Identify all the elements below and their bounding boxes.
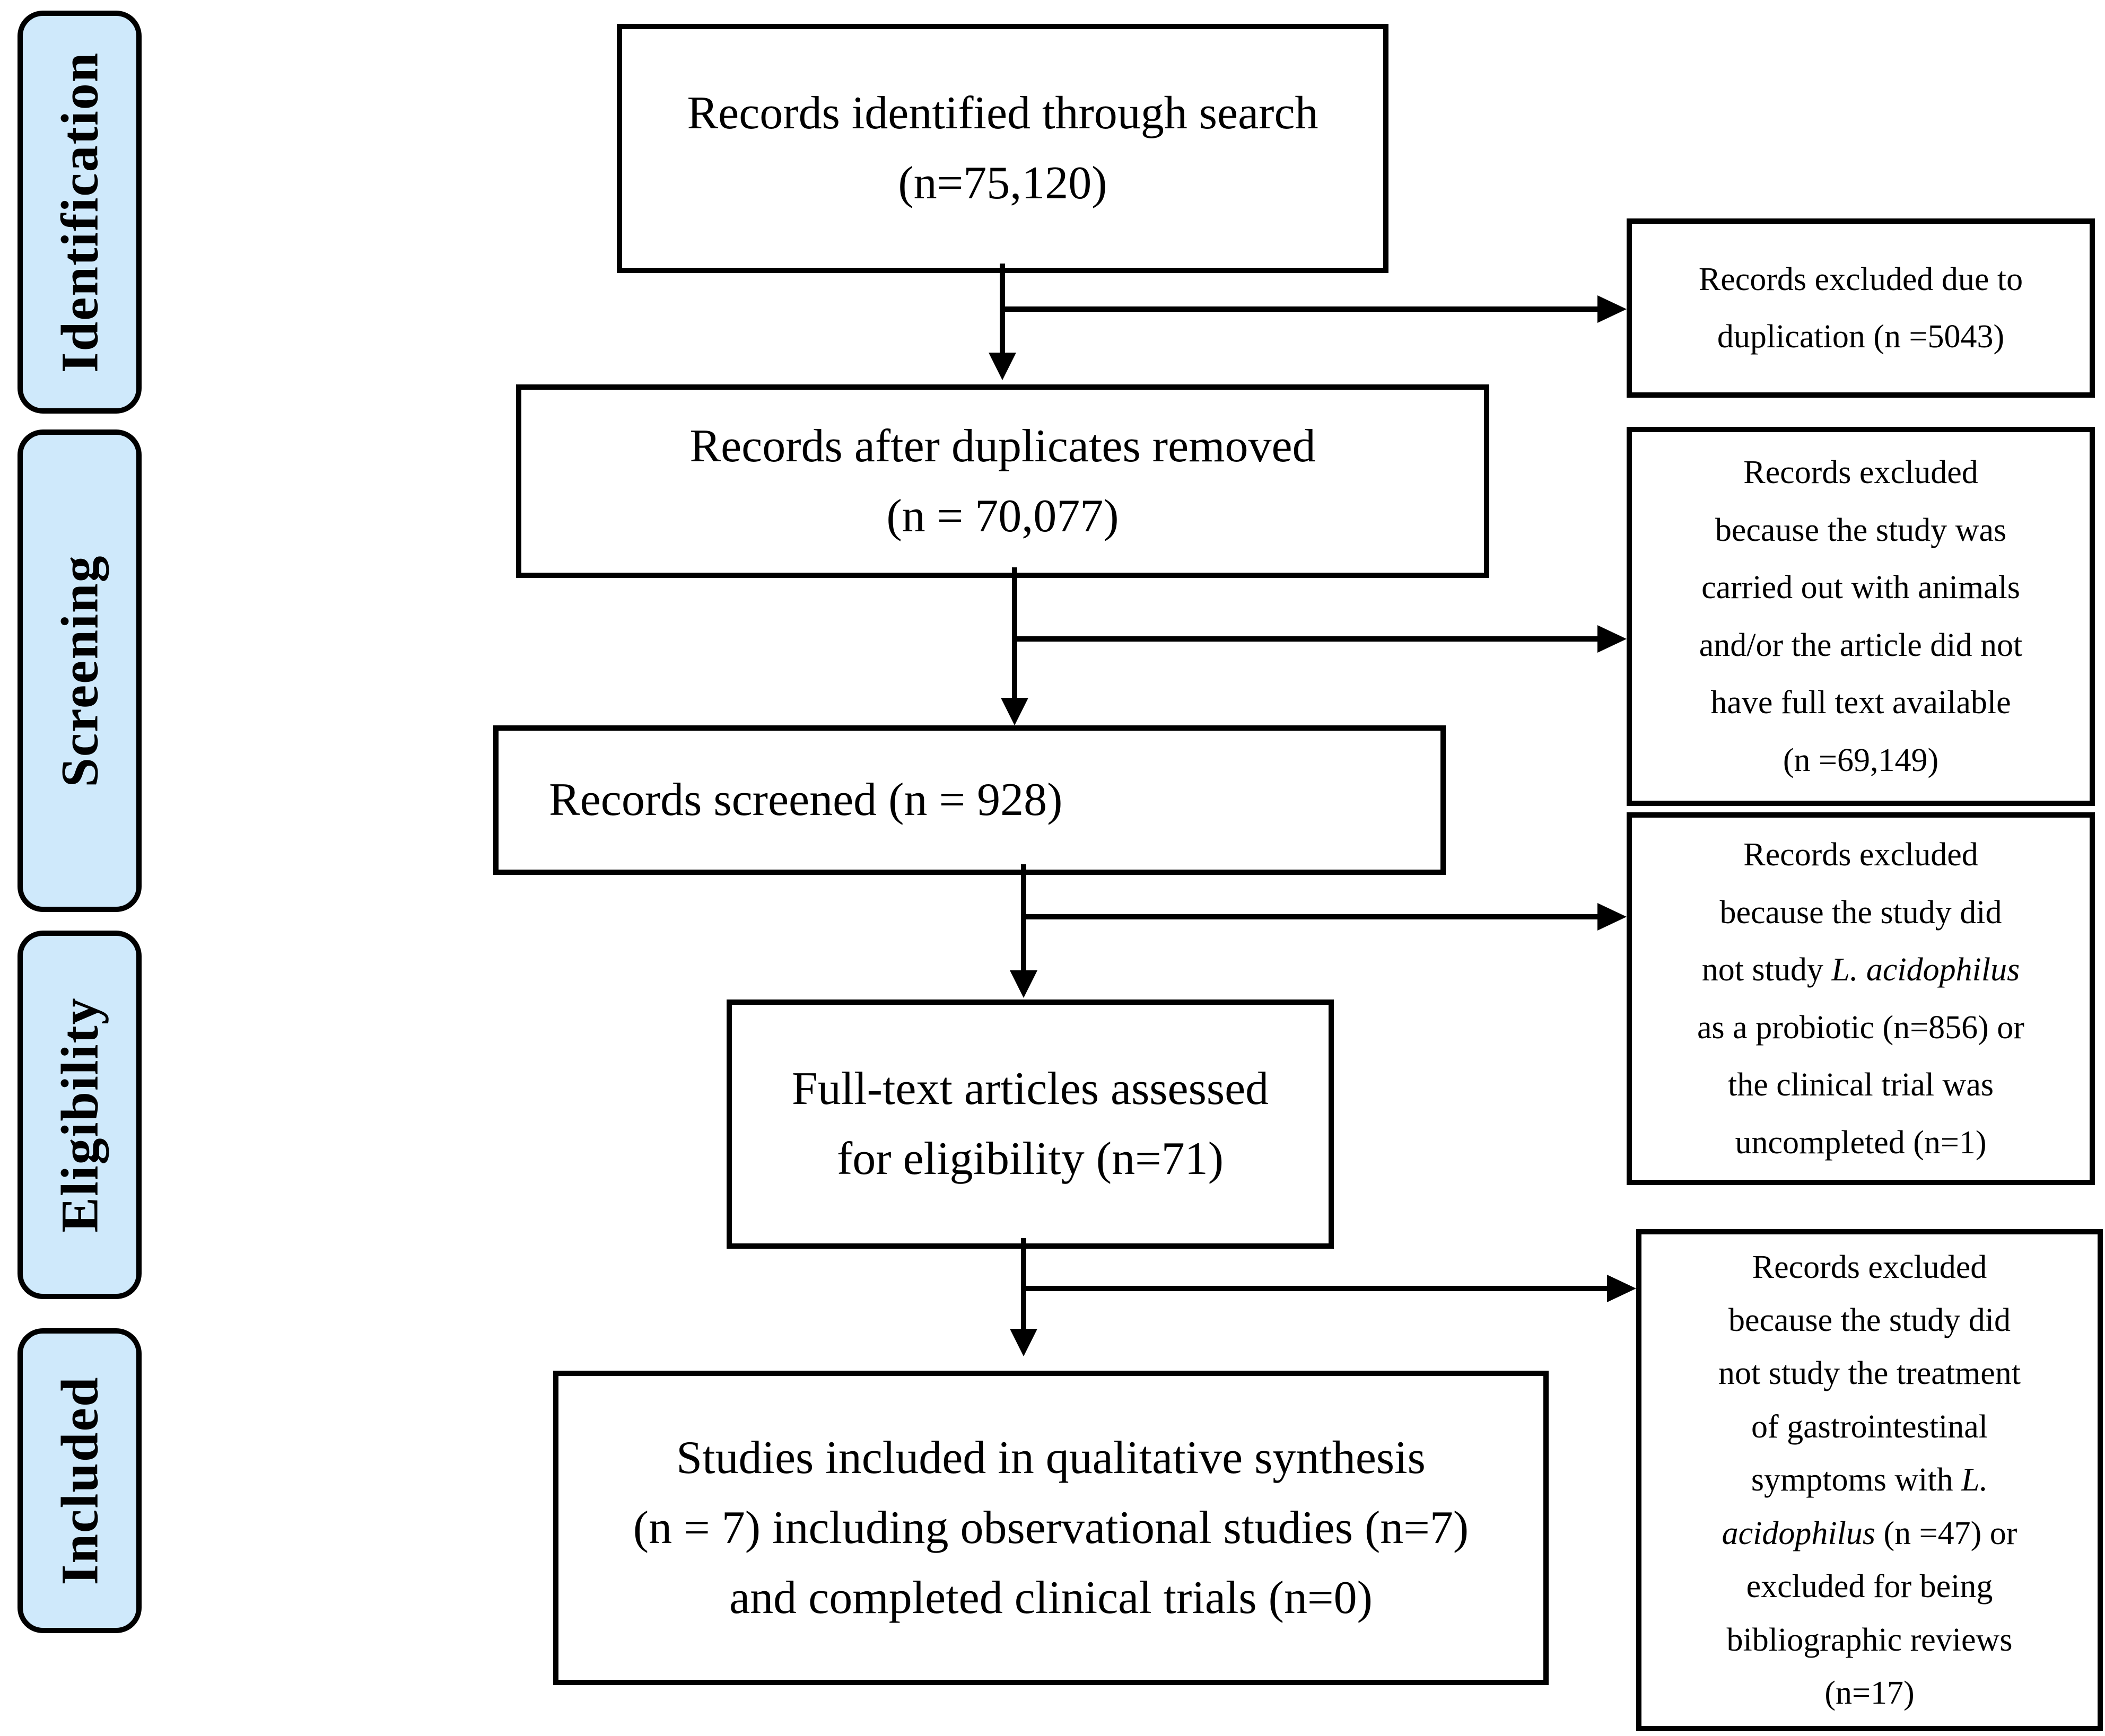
connector-to-exclusion-animals [1015, 636, 1598, 642]
arrowhead-right-4 [1607, 1275, 1636, 1302]
stage-box-eligibility: Eligibility [18, 931, 142, 1299]
connector-to-exclusion-duplication [1005, 306, 1599, 312]
stage-label-screening: Screening [50, 554, 109, 787]
arrowhead-down-1 [989, 353, 1016, 380]
stage-label-identification: Identification [50, 51, 109, 373]
connector-duplicates-to-screened [1012, 567, 1017, 700]
connector-to-exclusion-not-probiotic [1024, 914, 1598, 919]
stage-box-screening: Screening [18, 429, 142, 912]
stage-box-included: Included [18, 1328, 142, 1633]
connector-identified-to-duplicates [1000, 264, 1005, 355]
flow-box-duplicates-removed: Records after duplicates removed(n = 70,… [516, 384, 1489, 578]
arrowhead-right-3 [1597, 903, 1627, 931]
stage-box-identification: Identification [18, 11, 142, 414]
connector-fulltext-to-included [1021, 1238, 1026, 1331]
arrowhead-right-2 [1597, 625, 1627, 653]
arrowhead-down-2 [1001, 698, 1028, 725]
arrowhead-down-4 [1010, 1329, 1037, 1356]
flow-box-studies-included: Studies included in qualitative synthesi… [553, 1371, 1549, 1685]
arrowhead-down-3 [1010, 970, 1037, 998]
arrowhead-right-1 [1597, 295, 1627, 323]
flow-box-records-identified: Records identified through search(n=75,1… [617, 24, 1388, 273]
connector-to-exclusion-not-treatment [1024, 1286, 1607, 1291]
flow-box-records-screened: Records screened (n = 928) [493, 725, 1446, 875]
stage-label-eligibility: Eligibility [50, 997, 109, 1233]
stage-label-included: Included [50, 1376, 109, 1585]
